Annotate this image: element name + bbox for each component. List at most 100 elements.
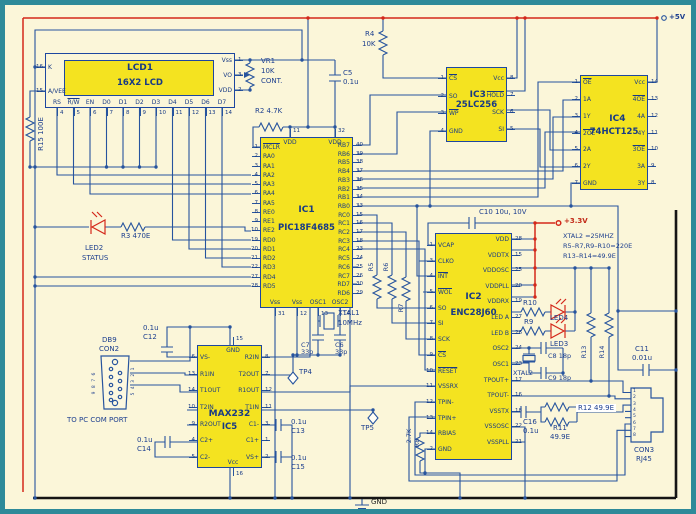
lcd-pin-label: D4 xyxy=(168,99,177,106)
lcd-pin-label: D0 xyxy=(102,99,111,106)
ic2-pin-num: 1 xyxy=(429,242,434,248)
ic4-pin-num: 9 xyxy=(651,163,655,170)
ic1-pin-num: 22 xyxy=(251,264,258,271)
ic5-title-0: MAX232 xyxy=(208,408,251,419)
ic5-pin-label: R2OUT xyxy=(200,420,221,428)
ic1-pin-num: 31 xyxy=(278,311,285,317)
ic1-pin-label: RD2 xyxy=(263,255,276,263)
pin-stub xyxy=(353,188,361,190)
ic3-pin-num: 1 xyxy=(440,75,445,81)
ic5-pin-label: VS+ xyxy=(246,454,259,461)
pin-stub xyxy=(189,108,190,116)
r4-label: R4 xyxy=(365,30,375,38)
pin-stub xyxy=(290,129,291,137)
ic2-pin-num: 12 xyxy=(426,398,433,405)
pin-stub xyxy=(252,276,260,278)
pin-stub xyxy=(252,211,260,213)
ic1-pin-label: RA1 xyxy=(263,162,275,170)
ic5-pin-num: 12 xyxy=(265,387,272,394)
ic3-pin-num: 4 xyxy=(440,128,445,134)
pin-stub xyxy=(512,410,520,412)
ic3-pin-num: 6 xyxy=(510,109,514,115)
ic2-pin-label: INT xyxy=(438,273,448,281)
pin-stub xyxy=(262,357,270,358)
ic2-pin-label: VDDTX xyxy=(487,251,509,259)
ic1-pin-label: RB7 xyxy=(337,142,350,149)
ic1-pin-num: 24 xyxy=(356,255,363,262)
ic1-pin-label: RE1 xyxy=(263,218,275,226)
ic2-pin-label: VSSOSC xyxy=(484,423,509,431)
ic4-pin-num: 12 xyxy=(651,112,658,119)
c14-value: 0.1u xyxy=(137,436,153,444)
ic1-pin-num: 18 xyxy=(356,237,363,244)
r14-label: R14 xyxy=(598,345,606,359)
ic5-pin-num: 11 xyxy=(265,404,272,410)
pin-stub xyxy=(572,183,580,184)
ic2-pin-label: WOL xyxy=(438,289,452,297)
rj45-pin-number: 4 xyxy=(633,407,636,413)
ic2-pin-label: OSC1 xyxy=(492,360,509,368)
lcd-pin-num: 7 xyxy=(109,110,114,116)
pin-stub xyxy=(427,354,435,356)
pin-stub xyxy=(37,67,45,68)
ic1-pin-num: 10 xyxy=(251,227,258,234)
rj45-pin-number: 6 xyxy=(633,420,636,426)
pin-stub xyxy=(189,390,197,392)
ic4-pin-label: 3A xyxy=(637,163,645,171)
pin-stub xyxy=(507,78,515,79)
r6-label: R6 xyxy=(382,262,390,272)
ic1-pin-num: 6 xyxy=(254,190,259,197)
ic2-pin-num: 28 xyxy=(515,236,522,242)
pin-stub xyxy=(512,332,520,334)
ic2-pin-num: 19 xyxy=(515,298,522,305)
ic4-pin-label: 4Y xyxy=(637,129,645,137)
c13-label: C13 xyxy=(291,427,305,435)
c15-value: 0.1u xyxy=(291,454,307,462)
pin-stub xyxy=(353,266,361,268)
ic1-pin-label: RD6 xyxy=(337,290,350,297)
ic4-pin-num: 10 xyxy=(651,146,658,153)
ic2-pin-label: VDDPLL xyxy=(485,282,509,290)
ic4-pin-label: 4OE xyxy=(632,95,645,103)
ic2-pin-label: SO xyxy=(438,304,447,312)
ic4-pin-num: 8 xyxy=(651,180,655,186)
pin-stub xyxy=(353,275,361,277)
pin-stub xyxy=(172,108,174,116)
ic5-pin-num: 2 xyxy=(265,454,269,460)
ic5-pin-num: 5 xyxy=(191,454,196,460)
ic2-title-1: ENC28J60 xyxy=(450,307,497,318)
ic1-pin-num: 9 xyxy=(254,218,259,225)
tp5-label: TP5 xyxy=(361,424,374,432)
ic5-pin-label: C2- xyxy=(200,454,211,461)
ic5-pin-num: 15 xyxy=(236,336,243,342)
pin-stub xyxy=(233,337,234,345)
ic2-pin-num: 18 xyxy=(515,407,522,414)
pin-stub xyxy=(57,108,58,116)
ic1-pin-num: 11 xyxy=(293,128,300,134)
pin-stub xyxy=(427,386,435,388)
c16-value: 0.1u xyxy=(523,427,539,435)
pin-stub xyxy=(512,426,520,428)
ic3-pin-num: 7 xyxy=(510,92,514,98)
pin-stub xyxy=(353,145,361,146)
ic2-pin-label: VSSTX xyxy=(489,407,510,415)
led2-label: LED2 xyxy=(85,244,104,252)
pin-stub xyxy=(235,60,243,61)
pin-stub xyxy=(648,149,656,151)
pin-stub xyxy=(252,202,260,204)
pin-stub xyxy=(252,258,260,260)
c9-label: C9 18p xyxy=(548,374,572,382)
pin-stub xyxy=(512,363,520,365)
ic1-pin-num: 2 xyxy=(254,153,259,160)
pin-stub xyxy=(438,131,446,132)
ic1-pin-num: 27 xyxy=(251,273,258,280)
lcd-pin-num: 9 xyxy=(142,110,147,116)
ic2-pin-num: 22 xyxy=(515,423,522,430)
led3-label: LED3 xyxy=(550,340,569,348)
r10-label: R10 xyxy=(523,299,537,307)
ic1-pin-label: RD0 xyxy=(263,236,276,244)
ic4-pin-label: 2OE xyxy=(583,129,596,137)
pin-stub xyxy=(37,91,45,92)
ic5-pin-label: T1OUT xyxy=(200,387,221,395)
